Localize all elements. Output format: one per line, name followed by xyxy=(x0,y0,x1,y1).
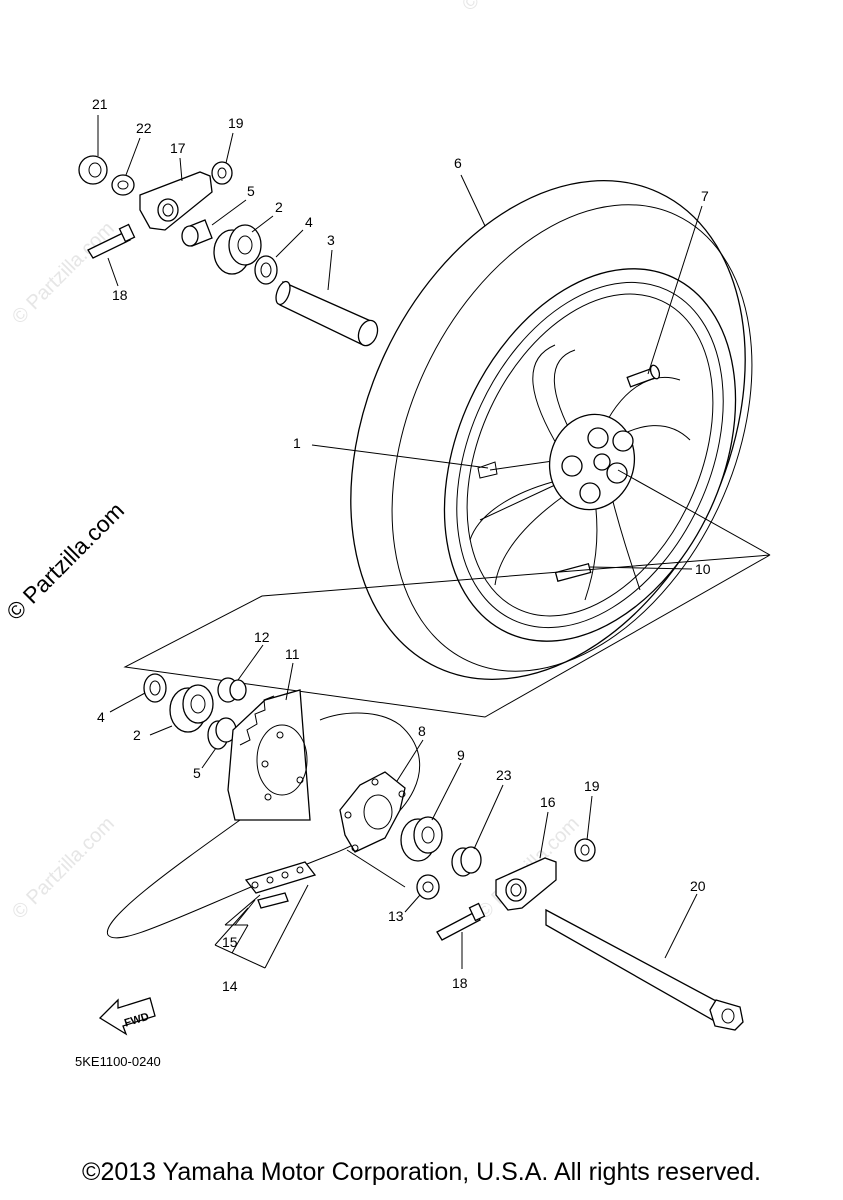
callout-2-upper: 2 xyxy=(275,199,283,215)
callout-19-lower: 19 xyxy=(584,778,600,794)
rear-axle xyxy=(545,908,744,1031)
diagram-code: 5KE1100-0240 xyxy=(75,1054,161,1069)
sprocket-hub-flange xyxy=(339,771,406,853)
callout-15: 15 xyxy=(222,934,238,950)
collar-upper xyxy=(181,219,213,247)
callout-14: 14 xyxy=(222,978,238,994)
callout-11: 11 xyxy=(285,646,300,662)
callout-2-lower: 2 xyxy=(133,727,141,743)
callout-5-lower: 5 xyxy=(193,765,201,781)
wheel-hub xyxy=(548,413,636,511)
locknut-lower xyxy=(574,838,596,862)
callout-21: 21 xyxy=(92,96,108,112)
rear-sprocket xyxy=(227,689,311,821)
callout-20: 20 xyxy=(690,878,706,894)
chain-puller-right xyxy=(495,857,557,911)
fwd-arrow-icon: FWD xyxy=(98,997,156,1036)
callout-3: 3 xyxy=(327,232,335,248)
callout-22: 22 xyxy=(136,120,152,136)
balance-weight xyxy=(554,562,592,583)
callout-7: 7 xyxy=(701,188,709,204)
callout-13: 13 xyxy=(388,908,404,924)
damper-bolt xyxy=(217,677,247,703)
oil-seal-upper xyxy=(254,255,278,285)
adjusting-bolt-upper xyxy=(87,223,136,259)
valve-stem xyxy=(626,364,661,388)
bearing-hub xyxy=(400,816,443,862)
oil-seal-lower xyxy=(143,673,167,703)
axle-nut xyxy=(78,155,108,185)
callout-18-lower: 18 xyxy=(452,975,468,991)
callout-19-upper: 19 xyxy=(228,115,244,131)
tire-label-mark xyxy=(477,461,498,479)
callout-labels: 21 22 17 19 5 2 4 3 18 6 7 1 10 12 11 4 … xyxy=(92,96,711,994)
callout-17: 17 xyxy=(170,140,186,156)
callout-1: 1 xyxy=(293,435,301,451)
chain-joint-links xyxy=(244,861,317,909)
callout-18-upper: 18 xyxy=(112,287,128,303)
bearing-upper xyxy=(213,224,262,275)
callout-12: 12 xyxy=(254,629,270,645)
callout-9: 9 xyxy=(457,747,465,763)
sprocket-nut xyxy=(416,874,440,900)
collar-lower xyxy=(207,717,237,750)
callout-5-upper: 5 xyxy=(247,183,255,199)
rear-wheel-parts-diagram: © Partzilla.com © Partzilla.com © Partzi… xyxy=(8,0,771,1069)
callout-4-lower: 4 xyxy=(97,709,105,725)
callout-6: 6 xyxy=(454,155,462,171)
faint-watermark: © Partzilla.com xyxy=(458,0,569,16)
leader-lines xyxy=(97,115,771,969)
chain-puller-left xyxy=(139,171,213,231)
callout-16: 16 xyxy=(540,794,556,810)
collar-right xyxy=(451,846,482,877)
bearing-lower xyxy=(169,684,214,733)
callout-10: 10 xyxy=(695,561,711,577)
adjusting-bolt-lower xyxy=(436,902,486,941)
plain-washer xyxy=(111,174,135,196)
callout-23: 23 xyxy=(496,767,512,783)
locknut-upper xyxy=(211,161,233,185)
callout-4-upper: 4 xyxy=(305,214,313,230)
faint-watermark: © Partzilla.com xyxy=(8,813,119,924)
faint-watermark: © Partzilla.com xyxy=(8,218,119,329)
callout-8: 8 xyxy=(418,723,426,739)
spacer-tube xyxy=(275,280,379,347)
copyright-notice: ©2013 Yamaha Motor Corporation, U.S.A. A… xyxy=(82,1158,761,1186)
